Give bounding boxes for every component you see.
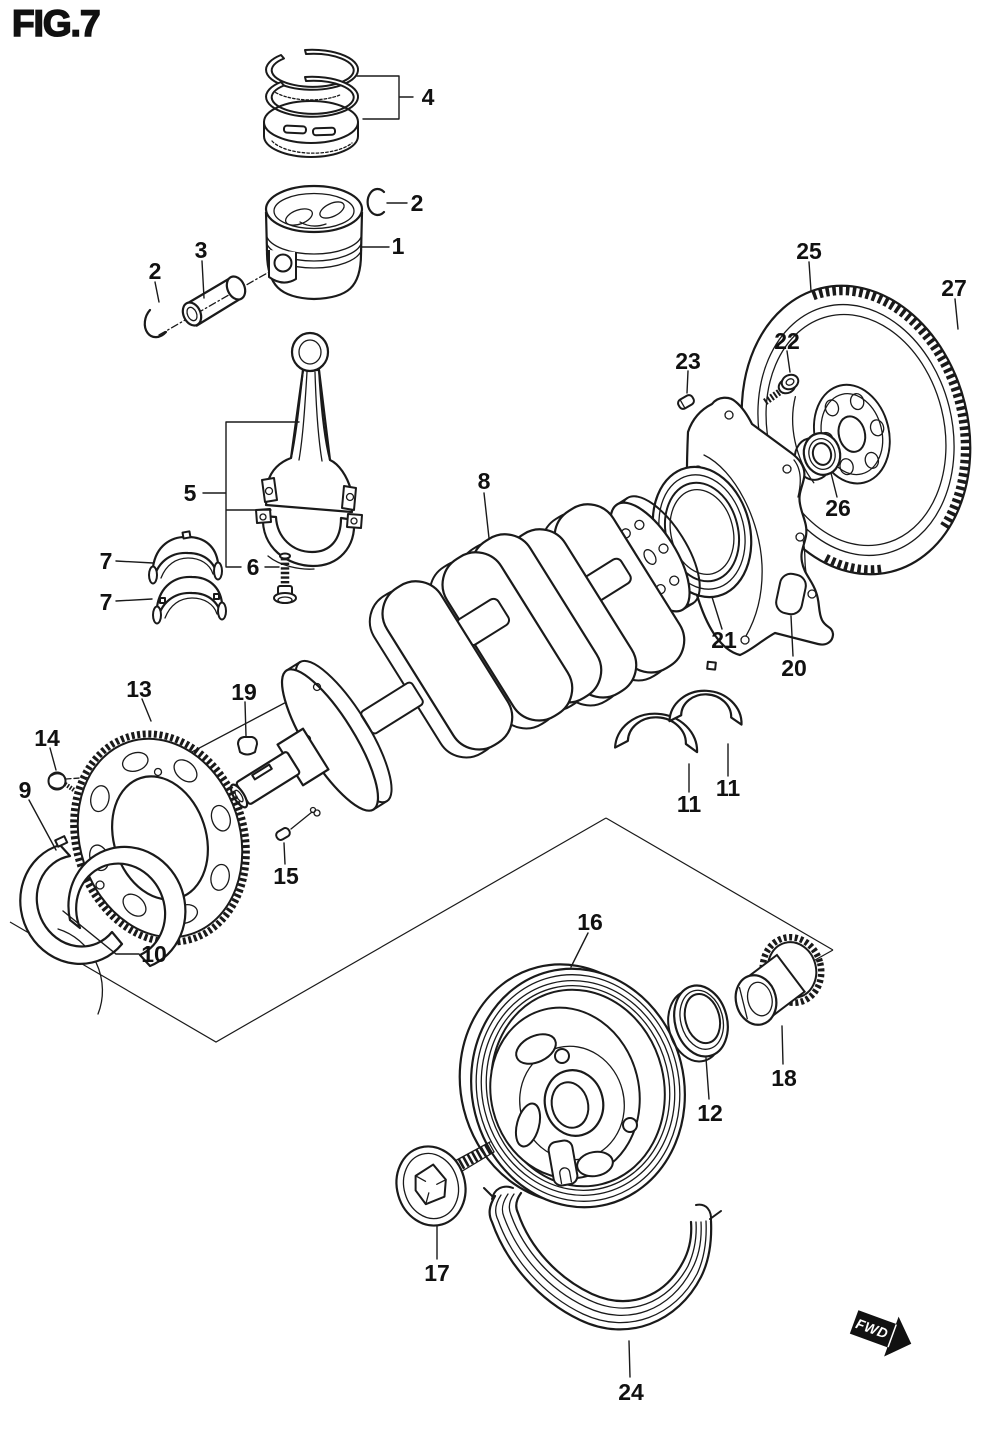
callout-main-bearing-lower: 10 [141,941,167,967]
rod-bearing-lower [152,575,227,625]
callout-rear-plate: 20 [781,655,807,681]
callout-sensor-rotor: 13 [126,676,152,702]
pilot-bearing [793,432,842,481]
callout-rod-bolt: 6 [247,554,260,580]
rod-bolt [273,552,297,604]
rod-cap [255,508,363,570]
drive-belt [483,1185,722,1331]
timing-sprocket [734,933,825,1026]
fwd-arrow: FWD [849,1310,912,1357]
connecting-rod [261,331,357,514]
callout-flywheel: 25 [796,238,822,264]
callout-main-bearing-upper: 9 [19,777,32,803]
callout-pulley: 16 [577,909,603,935]
thrust-bearing-right [668,660,743,726]
main-bearing-lower [57,845,187,1015]
callout-rod-bearing-upper: 7 [100,548,113,574]
callout-thrust-left: 11 [677,791,702,817]
crankshaft [229,495,701,817]
callout-piston: 1 [392,233,405,259]
thrust-bearing-left [613,712,699,754]
plate-bolt [763,373,800,405]
callout-crankshaft: 8 [478,468,491,494]
callout-circlip-left: 2 [149,258,162,284]
main-bearing-upper [19,835,124,965]
callout-rotor-screw: 14 [34,725,60,751]
front-oil-seal [667,984,729,1063]
callout-rod-bearing-lower: 7 [100,589,113,615]
callout-pilot-bearing: 26 [825,495,851,521]
front-dowel-pin [275,827,291,841]
callout-front-seal: 12 [697,1100,723,1126]
callout-rear-dowel: 23 [675,348,701,374]
sensor-rotor [70,730,250,946]
piston-ring-set [263,48,360,158]
callout-key: 19 [231,679,257,705]
piston-pin [181,275,247,327]
leader-lines [28,75,959,1378]
pulley-bolt [395,1141,495,1227]
callout-sprocket: 18 [771,1065,797,1091]
callout-thrust-right: 11 [716,775,741,801]
callouts: 4 2 1 3 2 5 6 7 7 8 25 27 22 23 26 21 20… [19,84,967,1405]
piston [264,184,364,301]
rod-bearing-upper [148,530,223,585]
callout-circlip-top: 2 [411,190,424,216]
callout-conrod: 5 [184,480,197,506]
callout-plate-bolt: 22 [774,328,800,354]
rear-dowel-pin [677,394,695,410]
circlip-top [366,187,386,217]
rotor-screw [47,771,76,792]
callout-pulley-bolt: 17 [424,1260,450,1286]
callout-rear-seal: 21 [711,627,737,653]
figure-title: FIG.7 [12,3,100,44]
circlip-left [143,308,168,339]
callout-front-dowel: 15 [273,863,299,889]
callout-belt: 24 [618,1379,644,1405]
callout-ring-set: 4 [422,84,435,110]
callout-piston-pin: 3 [195,237,208,263]
callout-flywheel-bolt: 27 [941,275,967,301]
woodruff-key [237,736,258,756]
crank-pulley [458,963,686,1209]
